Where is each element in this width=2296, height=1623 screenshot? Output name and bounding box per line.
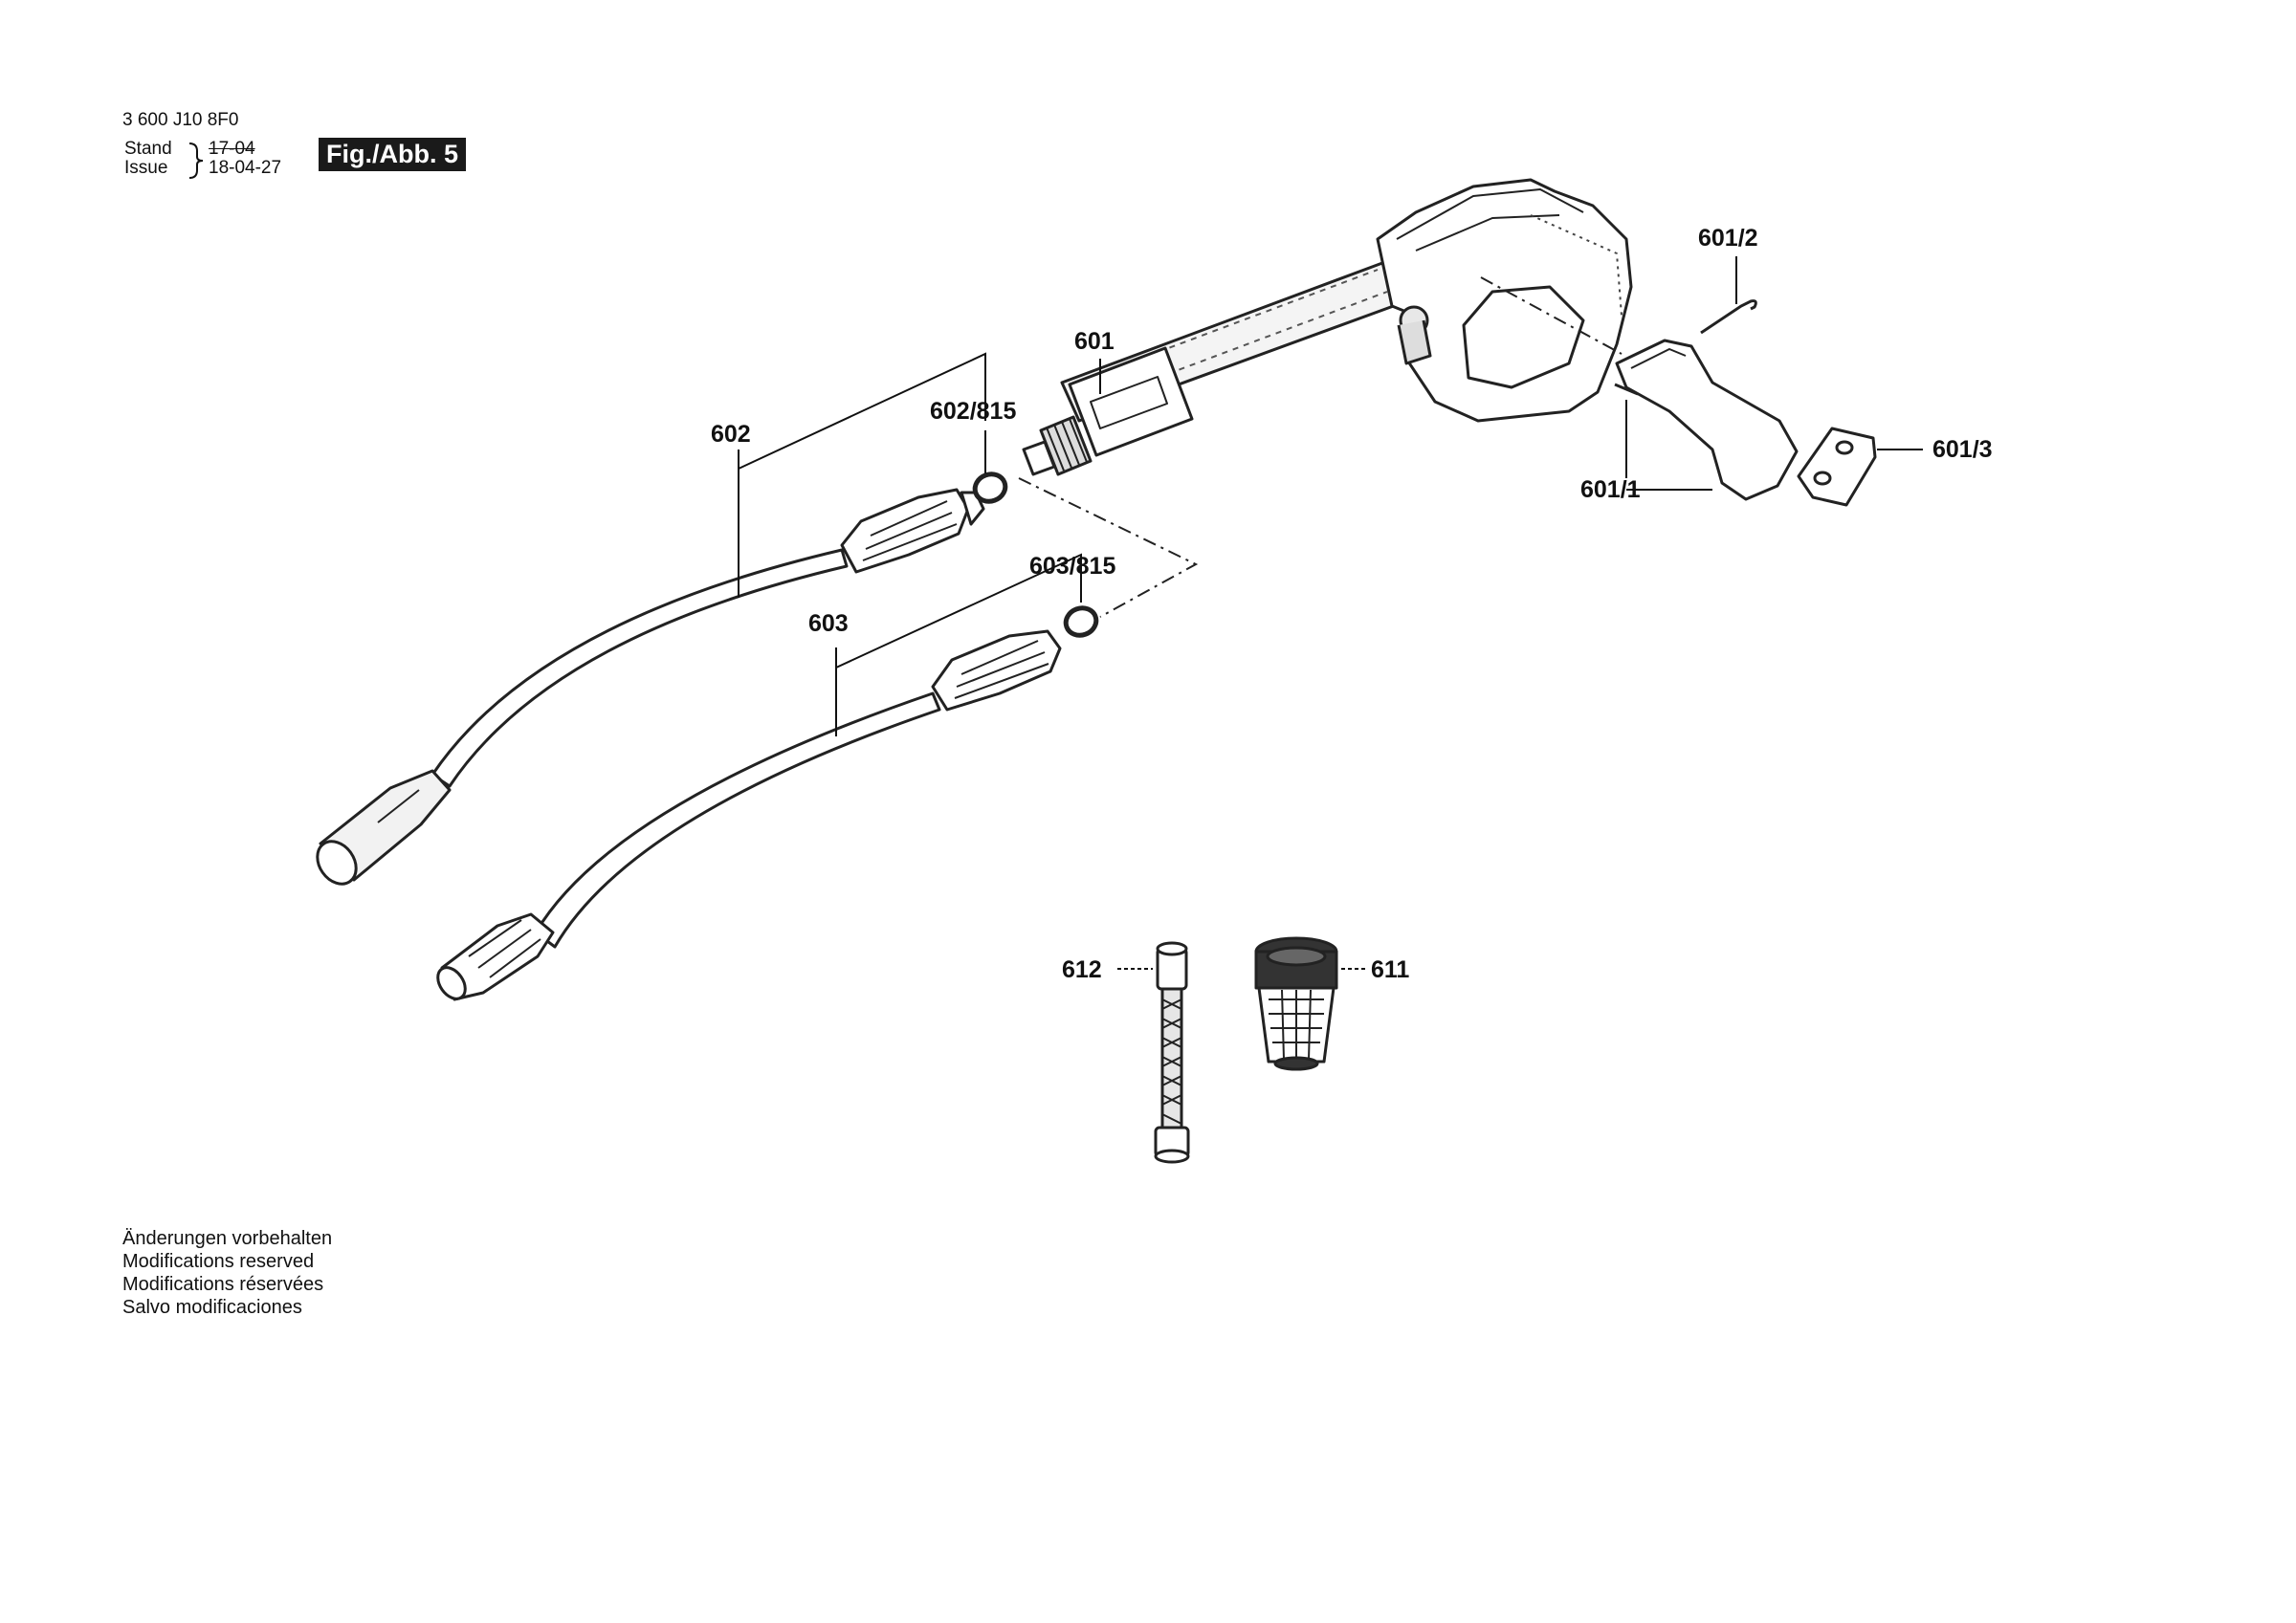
header-brace [188,143,204,179]
callout-603: 603 [808,610,849,637]
lance-603 [436,629,1062,1001]
lance-602 [316,488,985,886]
hose-612 [1154,941,1190,1164]
callout-602-815: 602/815 [930,398,1016,425]
water-filter-611 [1254,936,1338,1071]
modification-notes: Änderungen vorbehalten Modifications res… [122,1227,332,1319]
issue-date: 18-04-27 [209,158,282,178]
clip-601-3 [1797,427,1877,507]
old-date: 17-04 [209,139,255,159]
note-english: Modifications reserved [122,1251,315,1272]
callout-601-1: 601/1 [1580,476,1641,503]
note-spanish: Salvo modificaciones [122,1297,302,1318]
spray-gun-601 [1022,178,1633,476]
o-ring-603-815 [1063,605,1099,638]
issue-label: Issue [124,158,168,178]
document-number: 3 600 J10 8F0 [122,110,239,130]
callout-601-2: 601/2 [1698,225,1758,252]
pin-601-2 [1700,299,1757,335]
callout-601-3: 601/3 [1932,436,1993,463]
callout-602: 602 [711,421,751,448]
note-french: Modifications réservées [122,1274,324,1295]
callout-612: 612 [1062,956,1102,983]
o-ring-602-815 [972,472,1008,504]
callout-611: 611 [1371,956,1409,983]
leader-lines [738,256,1923,970]
assembly-line [1018,477,1199,618]
callout-603-815: 603/815 [1029,553,1115,580]
note-german: Änderungen vorbehalten [122,1228,333,1249]
stand-label: Stand [124,139,172,159]
figure-label: Fig./Abb. 5 [319,138,466,171]
trigger-601-1 [1614,339,1799,501]
callout-601: 601 [1074,328,1115,355]
